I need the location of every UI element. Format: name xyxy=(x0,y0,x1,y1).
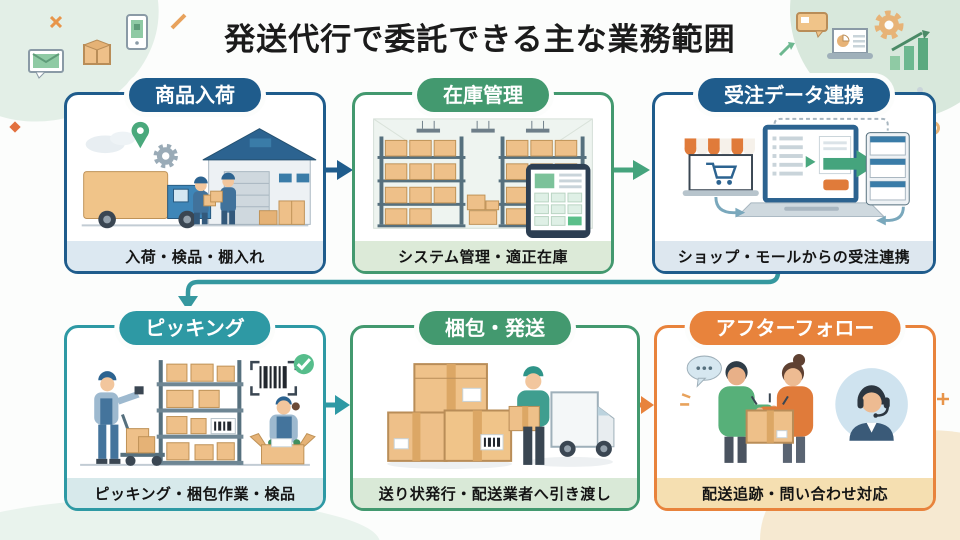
order-data-illustration-wrap xyxy=(660,115,928,240)
connector-order-data-to-picking xyxy=(178,264,781,311)
smartphone-icon xyxy=(126,14,148,50)
gear-icon xyxy=(874,10,904,40)
support-agent xyxy=(835,368,908,441)
card-order-data-caption: ショップ・モールからの受注連携 xyxy=(655,241,933,271)
page-title: 発送代行で委託できる主な業務範囲 xyxy=(224,22,736,58)
inventory-illustration xyxy=(373,118,593,239)
worker-figure xyxy=(210,172,237,225)
speech-bubble xyxy=(686,355,722,388)
worker-figure xyxy=(193,176,216,225)
dot-icon xyxy=(917,87,923,93)
laptop xyxy=(736,124,886,218)
envelope-icon xyxy=(28,49,64,79)
online-shop xyxy=(682,138,759,197)
card-packing-title-pill: 梱包・発送 xyxy=(419,311,571,345)
server xyxy=(865,132,910,206)
shelf-unit xyxy=(377,136,466,228)
card-order-data: 受注データ連携 xyxy=(652,78,936,274)
packing-illustration-wrap xyxy=(358,348,632,477)
customer-woman xyxy=(755,354,814,463)
pencil-icon xyxy=(170,13,187,30)
after-follow-illustration-wrap xyxy=(662,348,928,477)
hand-cart xyxy=(120,413,165,466)
picking-illustration xyxy=(80,354,316,466)
speech-card-icon xyxy=(796,12,828,38)
after-follow-illustration xyxy=(680,354,908,463)
order-data-illustration xyxy=(682,117,910,226)
diamond-icon xyxy=(9,121,21,133)
card-arrival-caption: 入荷・検品・棚入れ xyxy=(67,241,323,271)
trend-arrow-icon xyxy=(778,42,795,57)
card-arrival: 商品入荷 xyxy=(64,78,326,274)
card-picking-caption: ピッキング・梱包作業・検品 xyxy=(67,478,323,508)
package-icon xyxy=(82,39,112,65)
picker-figure xyxy=(94,371,144,464)
card-packing-caption: 送り状発行・配送業者へ引き渡し xyxy=(353,478,637,508)
rack xyxy=(156,360,244,465)
arrow-inventory-to-order-data xyxy=(609,160,650,180)
open-box xyxy=(249,433,316,465)
inventory-illustration-wrap xyxy=(360,115,606,240)
sparkle-x-icon xyxy=(50,16,62,28)
box-stack xyxy=(466,194,500,225)
arrival-illustration-wrap xyxy=(72,115,318,240)
check-badge xyxy=(293,354,314,375)
handed-box xyxy=(745,393,794,444)
bar-chart-icon xyxy=(890,30,930,70)
card-after-follow-title-pill: アフターフォロー xyxy=(689,311,901,345)
tablet xyxy=(525,163,591,239)
courier-figure xyxy=(508,366,550,465)
card-inventory-caption: システム管理・適正在庫 xyxy=(355,241,611,271)
card-picking: ピッキング xyxy=(64,311,326,511)
card-after-follow: アフターフォロー xyxy=(654,311,936,511)
card-order-data-title-pill: 受注データ連携 xyxy=(698,78,890,112)
delivery-van xyxy=(550,391,615,457)
card-picking-title-pill: ピッキング xyxy=(119,311,271,345)
packing-illustration xyxy=(387,363,615,469)
card-inventory-title-pill: 在庫管理 xyxy=(417,78,549,112)
arrival-illustration xyxy=(81,121,317,229)
parcel-stack xyxy=(387,363,513,462)
card-arrival-title-pill: 商品入荷 xyxy=(129,78,261,112)
card-after-follow-caption: 配送追跡・問い合わせ対応 xyxy=(657,478,933,508)
plus-sparkle-icon xyxy=(937,393,949,405)
picking-illustration-wrap xyxy=(72,348,318,477)
card-inventory: 在庫管理 xyxy=(352,78,614,274)
packer-figure xyxy=(268,396,301,447)
laptop-chart-icon xyxy=(827,28,873,59)
card-packing: 梱包・発送 xyxy=(350,311,640,511)
